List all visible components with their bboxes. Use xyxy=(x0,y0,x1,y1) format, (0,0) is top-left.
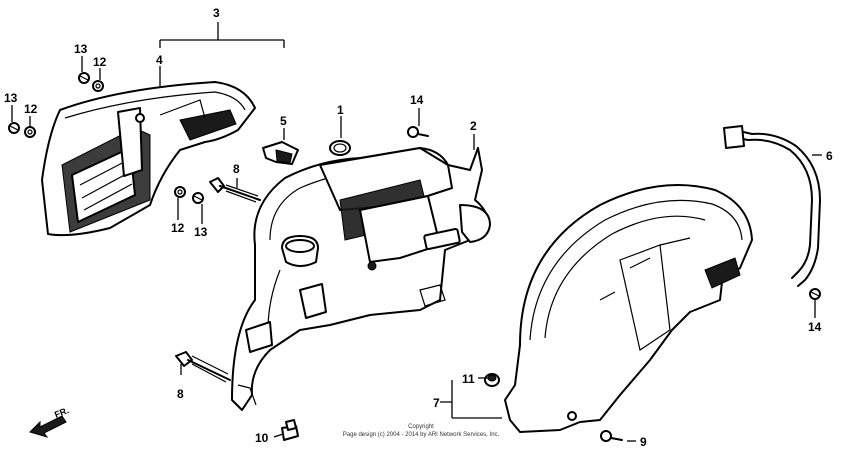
bolt-part-8-lower[interactable] xyxy=(175,351,231,383)
callout-5: 5 xyxy=(280,114,287,128)
leader-lines xyxy=(11,22,822,442)
callout-1: 1 xyxy=(337,103,344,117)
callout-8a: 8 xyxy=(233,162,240,176)
bolt-part-8-upper[interactable] xyxy=(209,177,261,203)
bolt-part-13-c[interactable] xyxy=(192,192,204,204)
front-arrow-icon xyxy=(29,415,67,438)
callout-13a: 13 xyxy=(74,42,88,56)
bolt-part-14-b[interactable] xyxy=(809,288,821,300)
callout-12c: 12 xyxy=(171,221,185,235)
bolt-part-13-b[interactable] xyxy=(8,122,20,134)
callout-12b: 12 xyxy=(24,102,38,116)
bracket-part-6[interactable] xyxy=(723,125,821,287)
callout-7: 7 xyxy=(433,396,440,410)
callout-11: 11 xyxy=(462,372,475,386)
clip-part-5[interactable] xyxy=(262,141,299,165)
o-ring-part-1[interactable] xyxy=(329,140,351,156)
callout-13b: 13 xyxy=(4,91,18,105)
callout-14b: 14 xyxy=(808,320,822,334)
callout-12a: 12 xyxy=(93,55,107,69)
front-label: FR. xyxy=(53,405,70,420)
callout-8b: 8 xyxy=(177,387,184,401)
front-direction-indicator: FR. xyxy=(29,405,70,438)
bolt-part-13-a[interactable] xyxy=(78,72,90,84)
bolt-part-14-a[interactable] xyxy=(407,126,429,138)
nut-part-12-c[interactable] xyxy=(174,186,186,198)
nut-part-12-a[interactable] xyxy=(92,80,104,92)
upper-cover-part-4[interactable] xyxy=(41,81,256,237)
callout-10: 10 xyxy=(255,431,269,445)
callout-4: 4 xyxy=(156,53,163,67)
copyright-line-2: Page design (c) 2004 - 2014 by ARI Netwo… xyxy=(343,432,500,438)
bolt-part-10[interactable] xyxy=(281,419,299,441)
callout-13c: 13 xyxy=(194,225,208,239)
lower-cover-part-7[interactable] xyxy=(504,184,753,433)
guard-body-part-2[interactable] xyxy=(231,147,491,411)
callout-6: 6 xyxy=(826,149,833,163)
nut-part-11[interactable] xyxy=(484,373,500,387)
callout-3: 3 xyxy=(213,6,220,20)
nut-part-12-b[interactable] xyxy=(24,126,36,138)
callout-14a: 14 xyxy=(410,93,424,107)
copyright-line-1: Copyright xyxy=(408,424,434,430)
bolt-part-9[interactable] xyxy=(600,430,623,442)
callout-2: 2 xyxy=(470,119,477,133)
callout-9: 9 xyxy=(640,435,647,449)
